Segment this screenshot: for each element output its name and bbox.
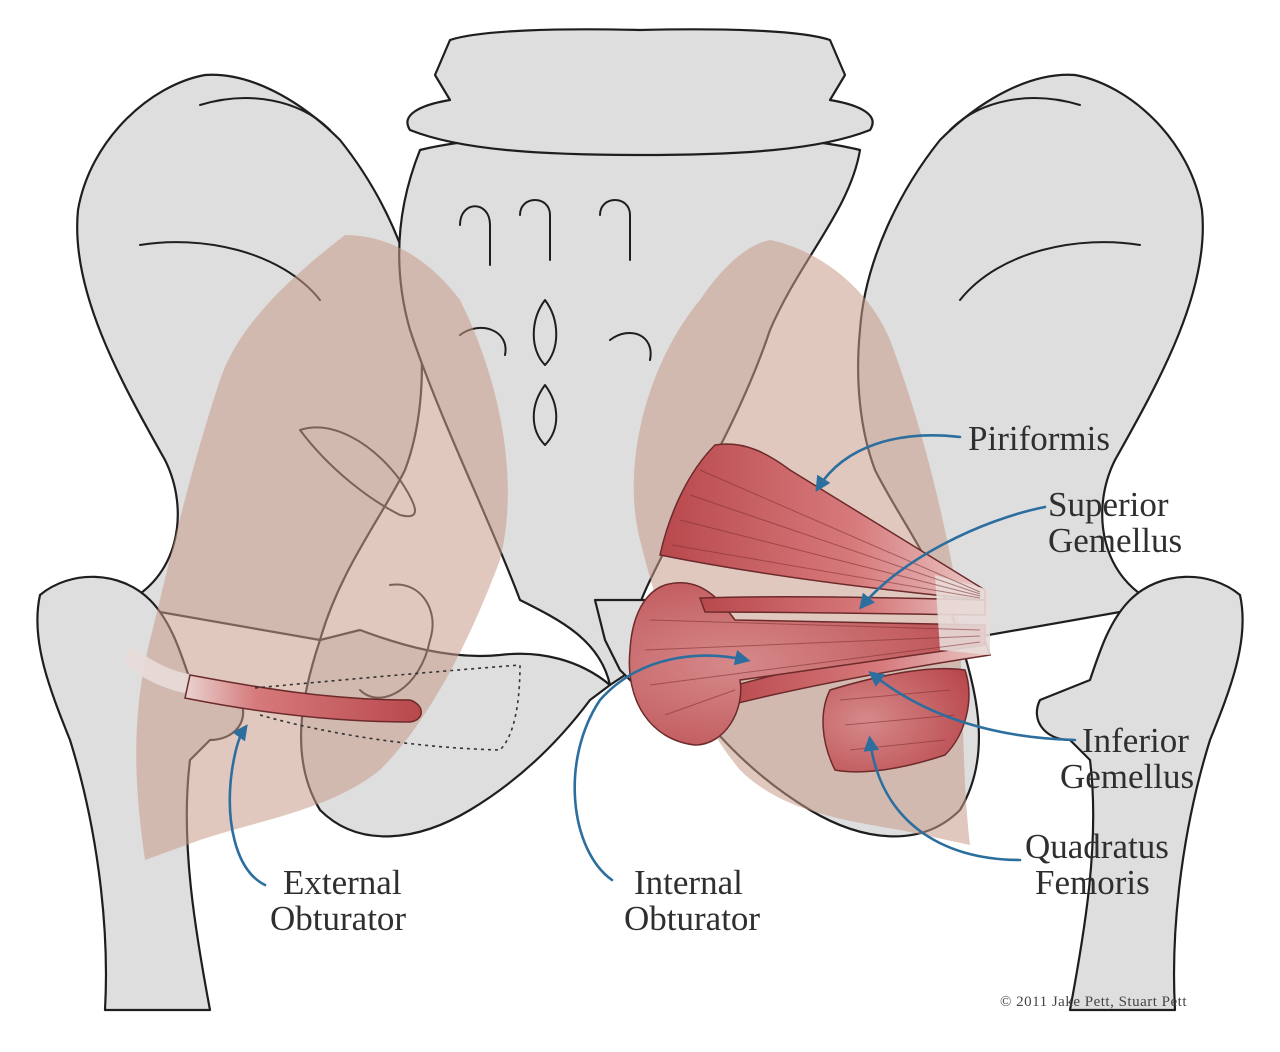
external-obturator-tendon	[125, 645, 200, 695]
external-obturator-hidden-outline	[254, 664, 521, 751]
label-external-obturator-line1: External	[283, 863, 402, 902]
arrow-superior-gemellus	[859, 505, 1047, 610]
label-internal-obturator-line2: Obturator	[624, 899, 760, 938]
right-iliac-crest-line	[949, 97, 1141, 301]
label-superior-gemellus-line2: Gemellus	[1048, 521, 1182, 560]
arrow-piriformis	[815, 434, 962, 492]
sacral-foramina	[459, 199, 652, 446]
muscle-fibers	[644, 469, 981, 751]
external-obturator-muscle	[184, 674, 422, 723]
label-inferior-gemellus-line1: Inferior	[1082, 721, 1189, 760]
label-piriformis: Piriformis	[968, 419, 1110, 458]
lumbar-vertebra	[406, 28, 874, 157]
copyright-notice: © 2011 Jake Pett, Stuart Pett	[1000, 994, 1187, 1010]
label-inferior-gemellus-line2: Gemellus	[1060, 757, 1194, 796]
label-external-obturator-line2: Obturator	[270, 899, 406, 938]
muscle-labels: Piriformis Superior Gemellus Inferior Ge…	[270, 419, 1194, 1010]
label-quadratus-femoris-line2: Femoris	[1035, 863, 1150, 902]
label-quadratus-femoris-line1: Quadratus	[1025, 827, 1169, 866]
arrow-quadratus-femoris	[863, 735, 1022, 862]
arrow-inferior-gemellus	[868, 671, 1077, 742]
label-arrows	[228, 434, 1077, 887]
label-superior-gemellus-line1: Superior	[1048, 485, 1169, 524]
arrow-internal-obturator	[573, 650, 751, 882]
label-internal-obturator-line1: Internal	[634, 863, 743, 902]
piriformis-muscle	[659, 443, 986, 601]
arrow-external-obturator	[228, 724, 267, 887]
left-external-obturator-group	[125, 645, 521, 751]
right-femur	[1035, 575, 1244, 1012]
right-deep-rotator-muscles	[628, 443, 991, 773]
